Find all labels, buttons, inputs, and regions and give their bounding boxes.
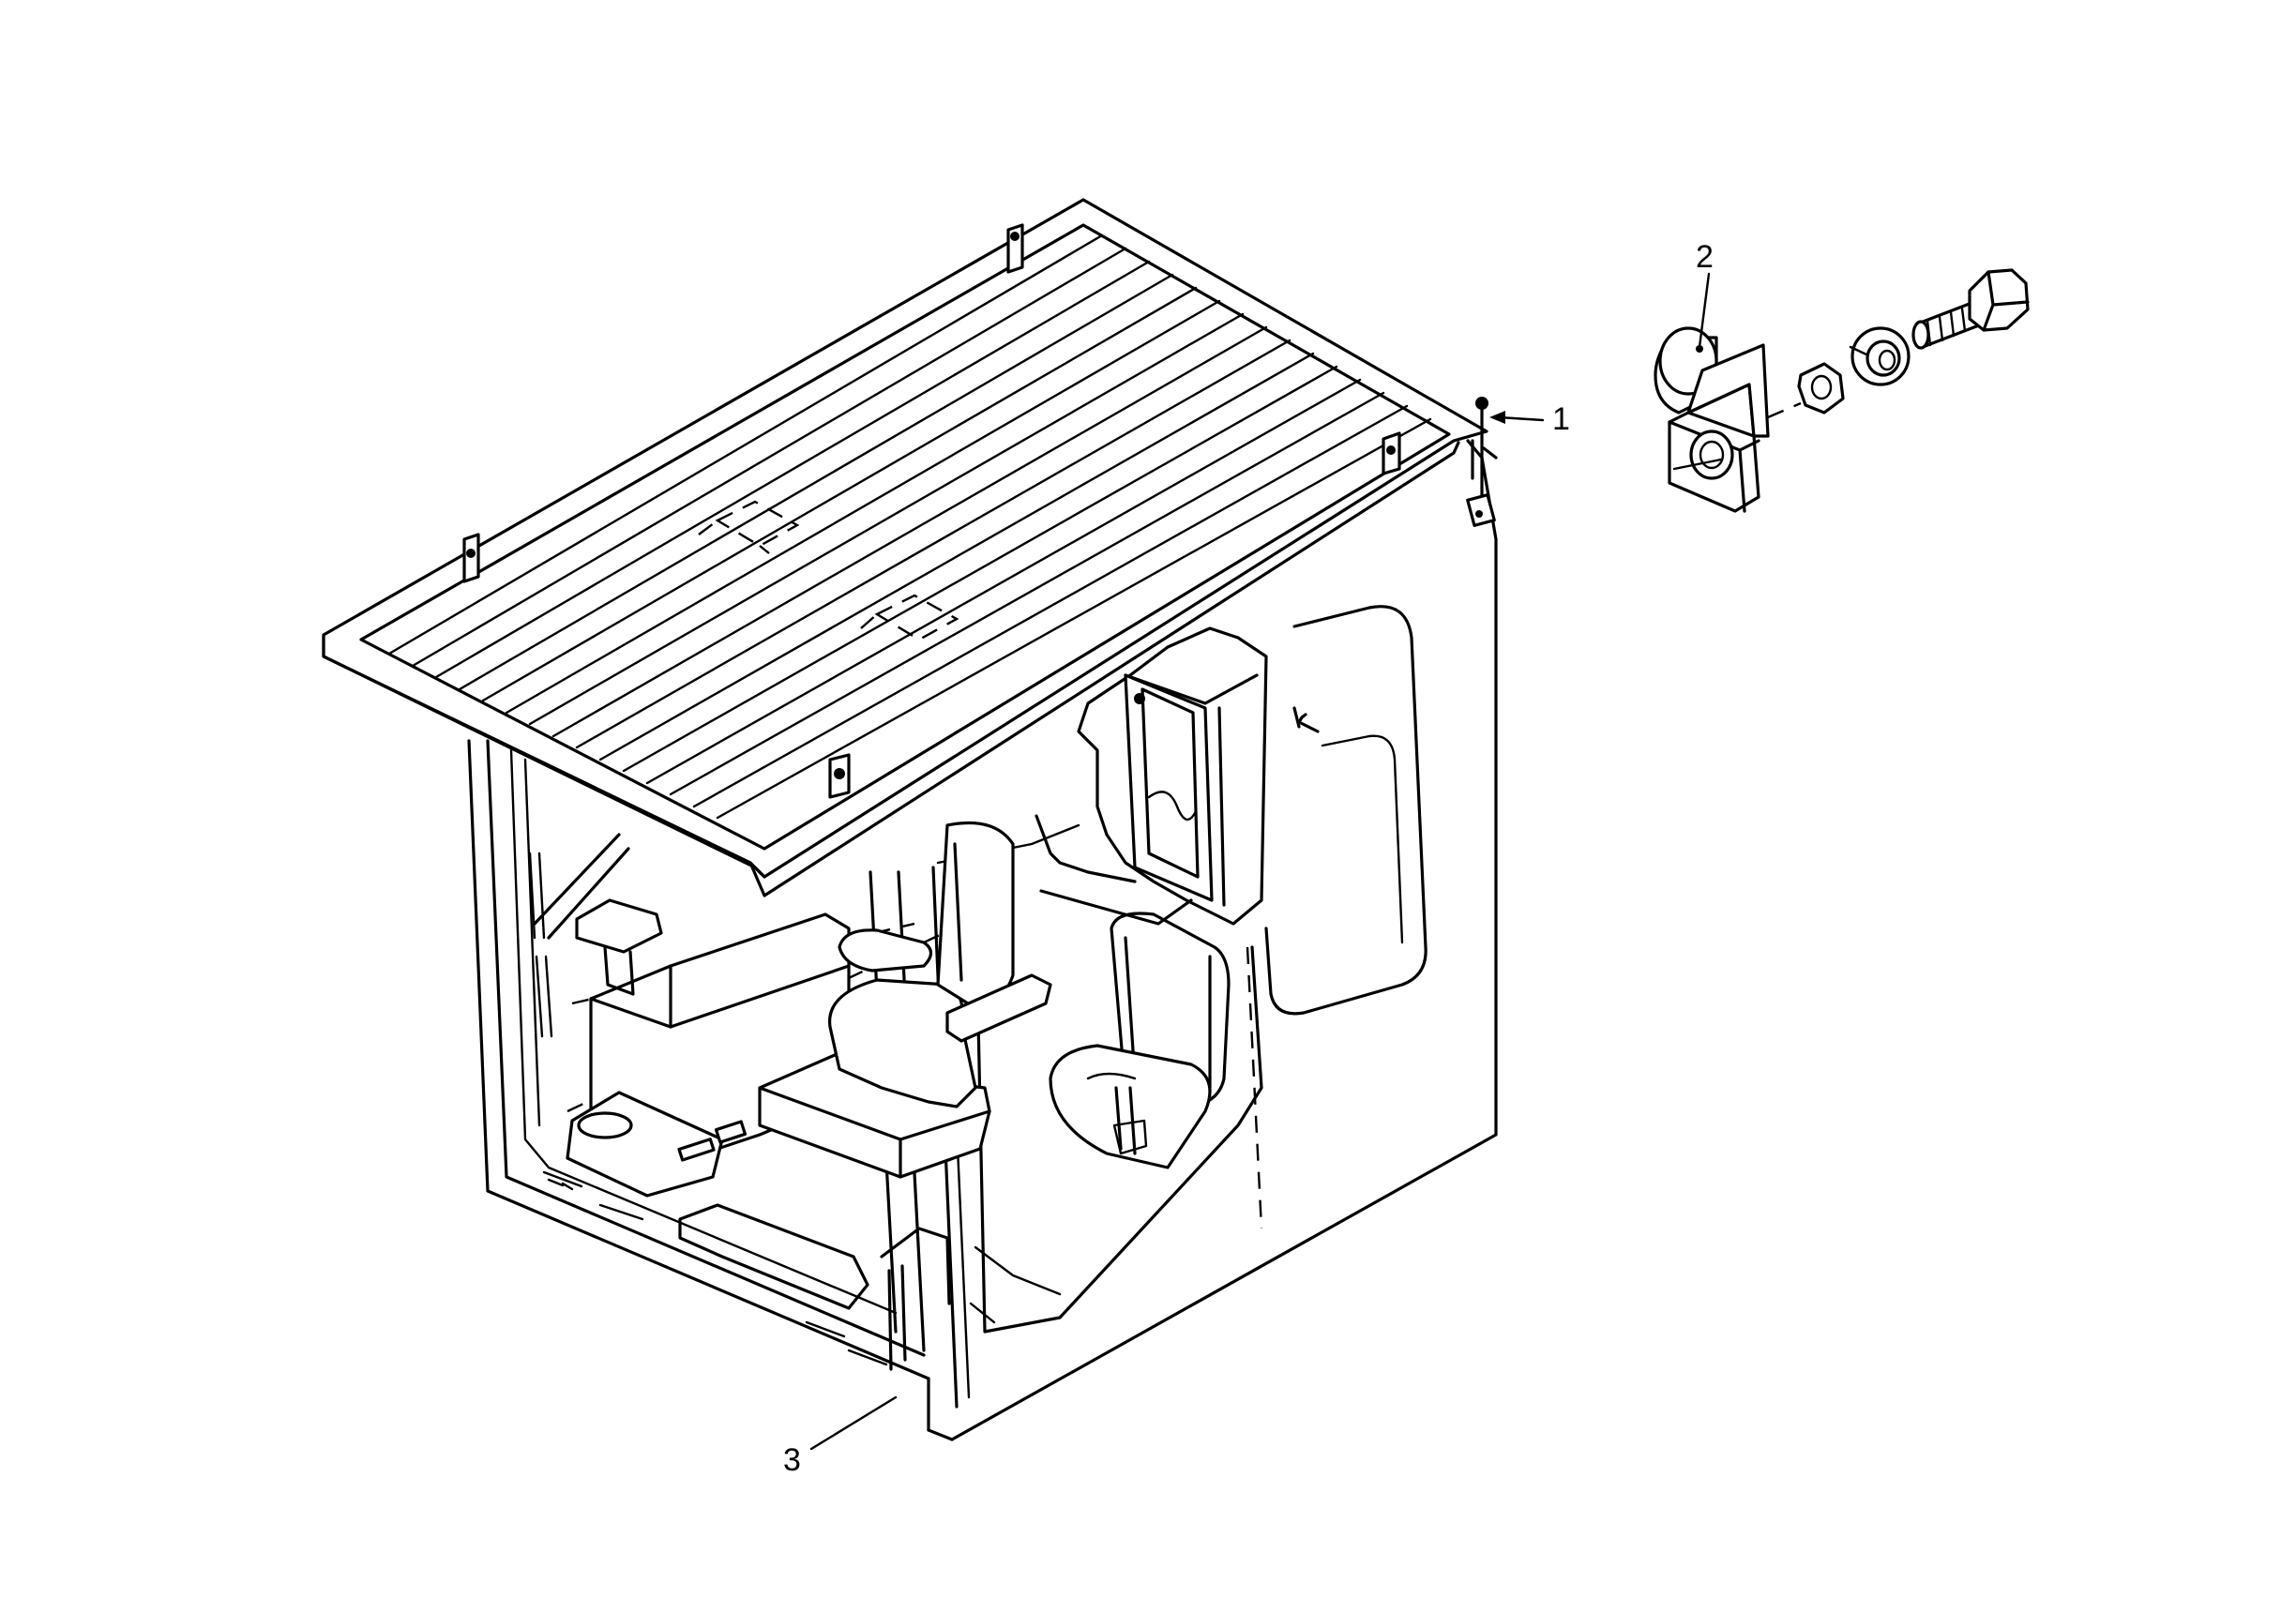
cab-front-frame xyxy=(467,739,930,1380)
callout-1-label: 1 xyxy=(1552,401,1570,437)
hex-nut xyxy=(1797,362,1845,415)
side-spring xyxy=(528,852,553,1038)
cab-side-window xyxy=(1264,605,1427,1016)
cab-interior xyxy=(528,626,1320,1366)
part-2-bracket-assembly xyxy=(1654,268,2030,513)
callout-3-label: 3 xyxy=(783,1442,801,1478)
callout-1: 1 xyxy=(1489,401,1570,437)
callout-2-label: 2 xyxy=(1696,239,1714,275)
roof-mounting-bracket xyxy=(462,223,1401,799)
callout-2: 2 xyxy=(1696,239,1714,353)
floor-mat xyxy=(678,1203,869,1310)
roof-grille-ribs xyxy=(387,234,1432,820)
part-1-rod xyxy=(1466,397,1496,527)
callout-3: 3 xyxy=(783,1395,898,1478)
cab-floor xyxy=(974,1245,1062,1296)
cab-roof xyxy=(322,198,1488,897)
cab-right-side-panel xyxy=(950,439,1498,1441)
roof-top-surface xyxy=(322,198,1488,879)
